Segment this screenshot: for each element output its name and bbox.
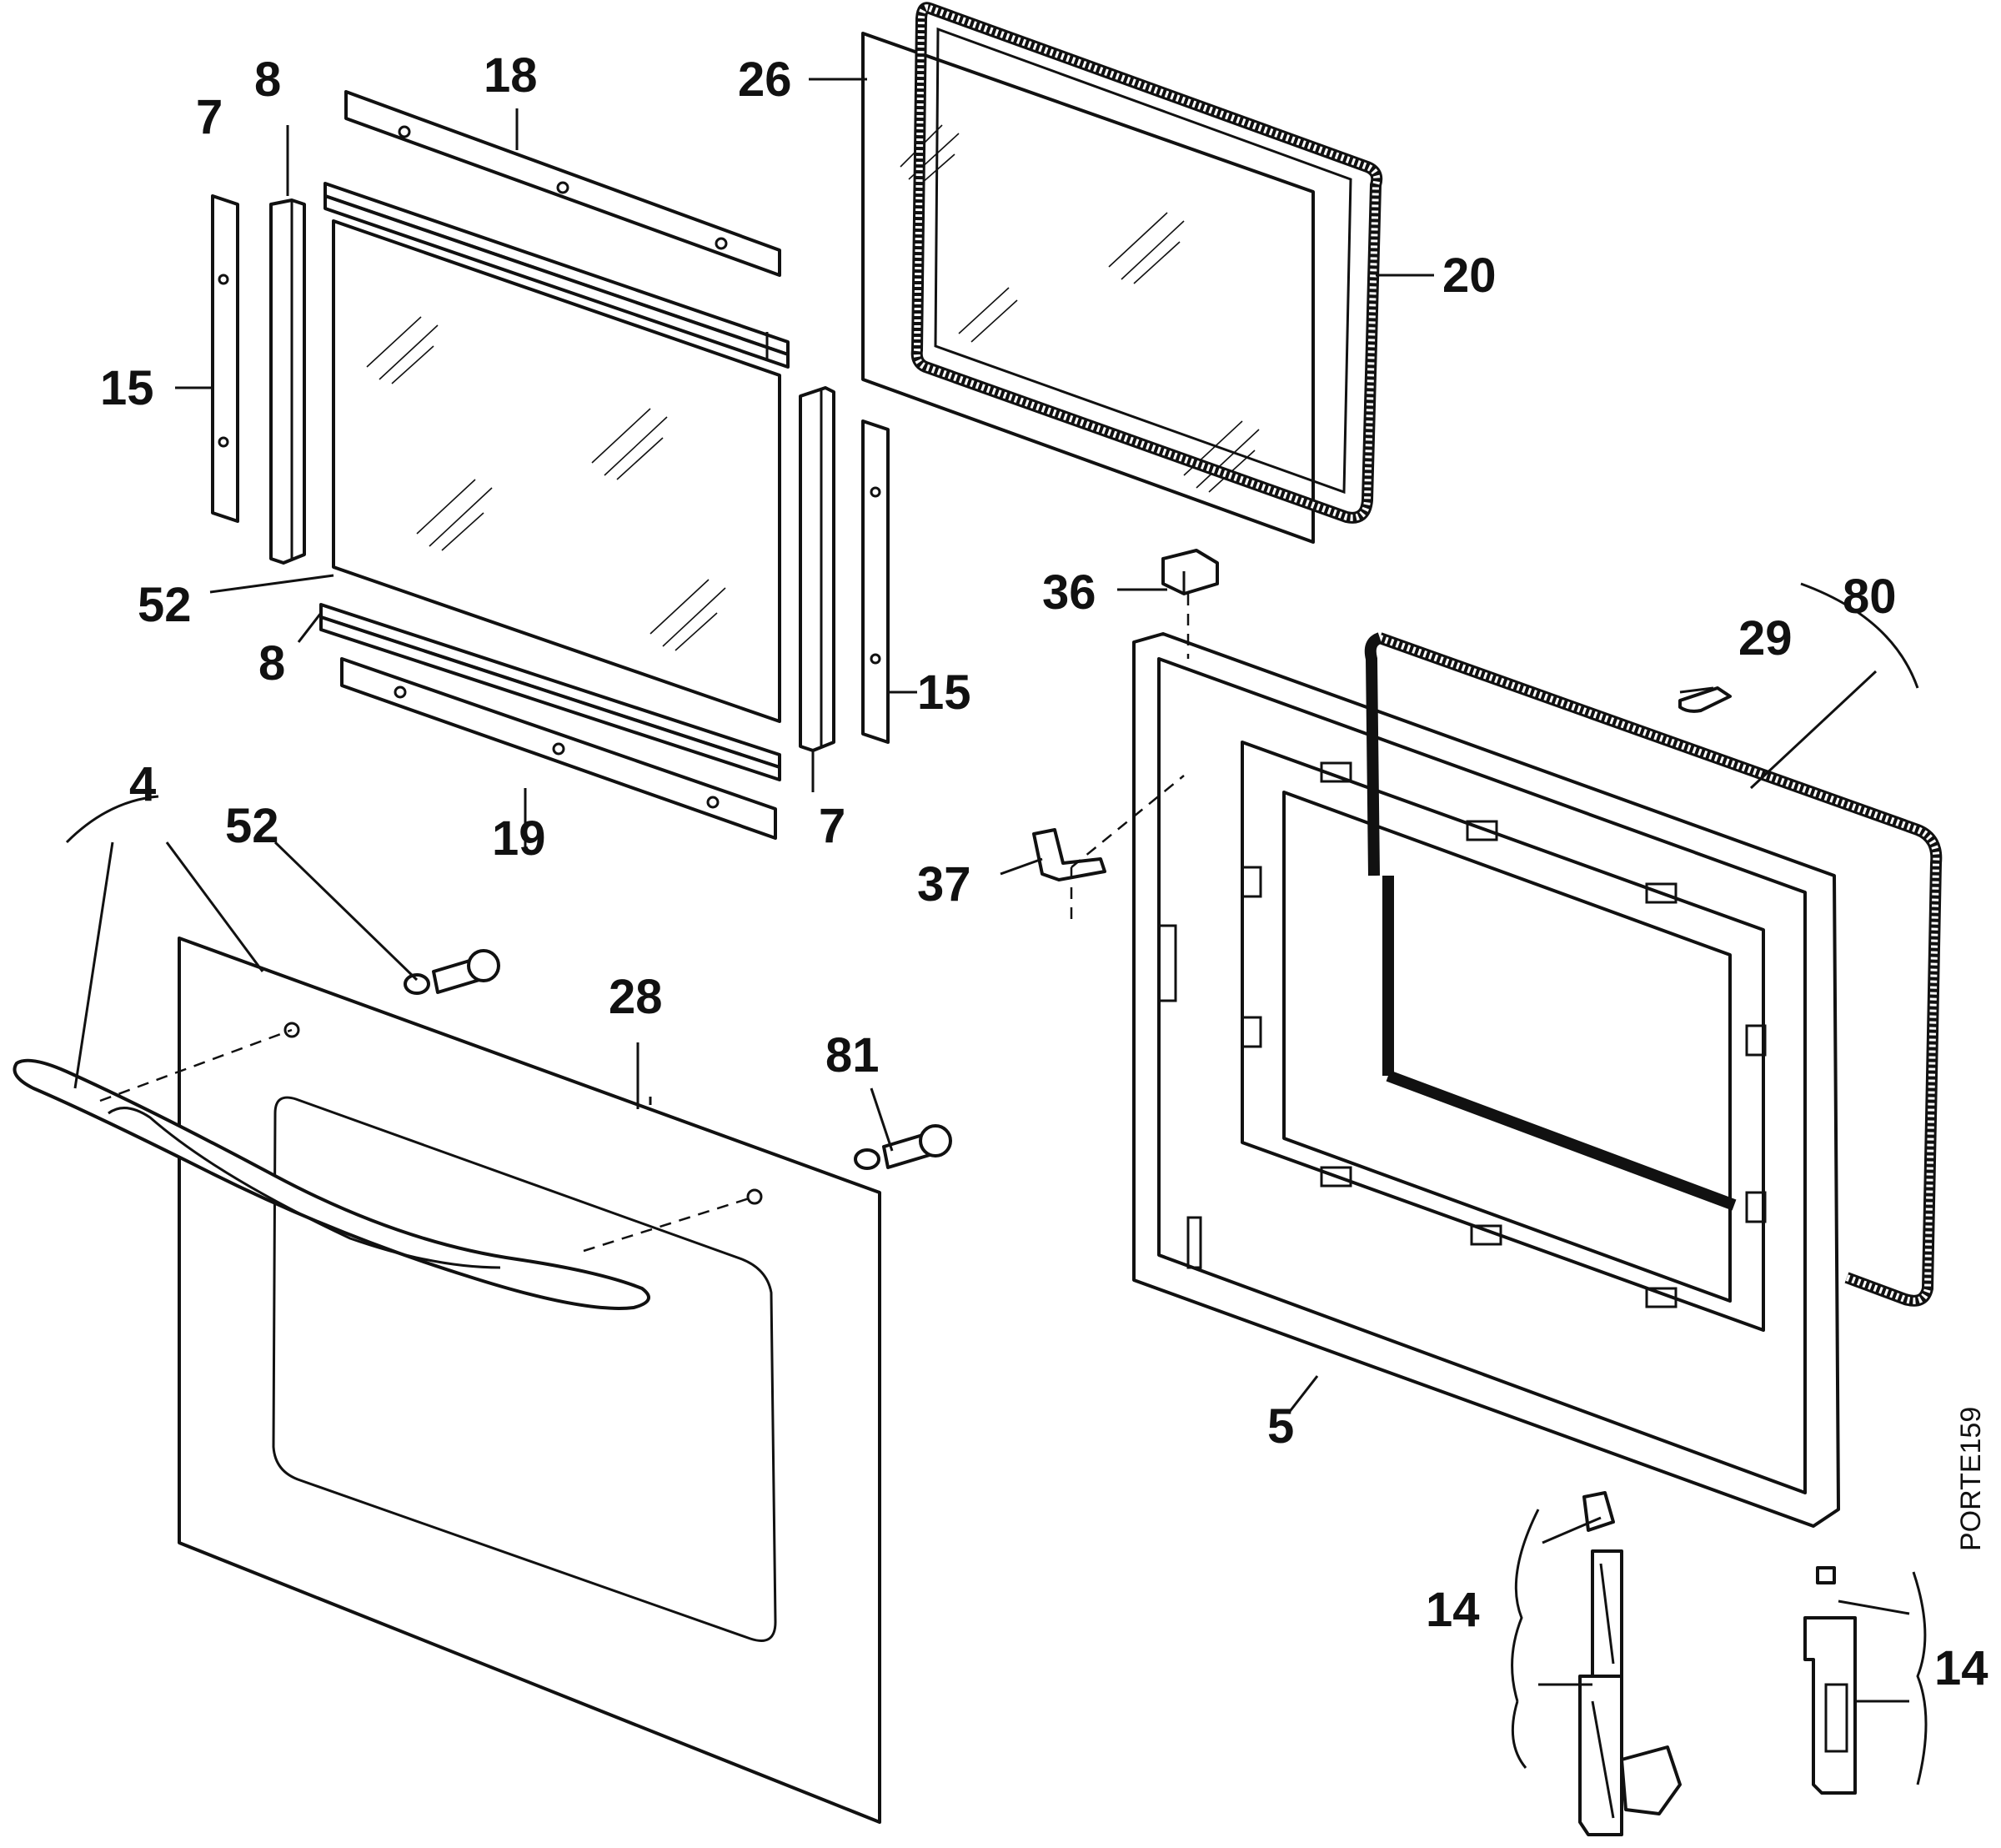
callout-8-bottom: 8 (258, 636, 285, 690)
callout-18: 20 (1442, 249, 1497, 303)
clip-26[interactable] (1678, 686, 1732, 713)
assembly-lines (99, 594, 1190, 1253)
callout-4: 4 (129, 757, 156, 811)
inner-frame-5[interactable] (1132, 632, 1840, 1528)
callout-labels: 18 8 7 15 52 8 19 15 7 26 20 36 80 29 37… (100, 48, 1988, 1695)
drawing-code: PORTE159 (1955, 1407, 1987, 1551)
hinge-receiver-81[interactable] (1803, 1566, 1857, 1795)
channel-8-top[interactable] (323, 182, 790, 369)
strip-14-bottom[interactable] (340, 657, 777, 840)
callout-7-right: 7 (819, 799, 845, 853)
callout-29: 37 (917, 857, 971, 911)
outer-door-panel-20[interactable] (178, 937, 881, 1824)
callout-37: 52 (138, 578, 192, 632)
callout-81: 14 (1934, 1641, 1988, 1695)
callout-26: 29 (1738, 611, 1793, 665)
hinge-80[interactable] (1578, 1491, 1682, 1836)
side-strip-15-left[interactable] (211, 194, 239, 523)
screw-52-top[interactable] (404, 949, 500, 995)
bracket-28[interactable] (1161, 549, 1219, 595)
channel-7-left[interactable] (269, 198, 306, 565)
glass-panel-19[interactable] (861, 32, 1315, 544)
callout-14-bottom: 19 (492, 811, 546, 866)
callout-20: 28 (609, 970, 663, 1024)
leader-lines (65, 78, 1928, 1785)
door-gasket-36[interactable] (1364, 632, 1943, 1307)
callout-7-left: 7 (196, 90, 223, 144)
callout-14-top: 18 (484, 48, 538, 103)
callout-28: 36 (1042, 565, 1096, 620)
callout-36: 80 (1843, 570, 1897, 624)
strip-14-top[interactable] (344, 90, 781, 277)
channel-7-right[interactable] (799, 386, 835, 752)
callout-8-top: 8 (254, 53, 281, 107)
callout-52-right: 81 (825, 1028, 880, 1082)
callout-19: 26 (738, 53, 792, 107)
channel-8-bottom[interactable] (319, 603, 781, 781)
callout-15-left: 15 (100, 361, 154, 415)
callout-80: 14 (1426, 1583, 1480, 1637)
callout-15-right: 15 (917, 665, 971, 720)
side-strip-15-right[interactable] (861, 419, 890, 744)
door-handle-4[interactable] (13, 1058, 650, 1310)
glass-gasket-18[interactable] (910, 2, 1383, 524)
callout-5: 5 (1267, 1399, 1294, 1454)
callout-52-top: 52 (225, 799, 279, 853)
bracket-29[interactable] (1032, 828, 1106, 881)
glass-panel-37[interactable] (332, 219, 781, 723)
screw-52-right[interactable] (854, 1124, 952, 1170)
